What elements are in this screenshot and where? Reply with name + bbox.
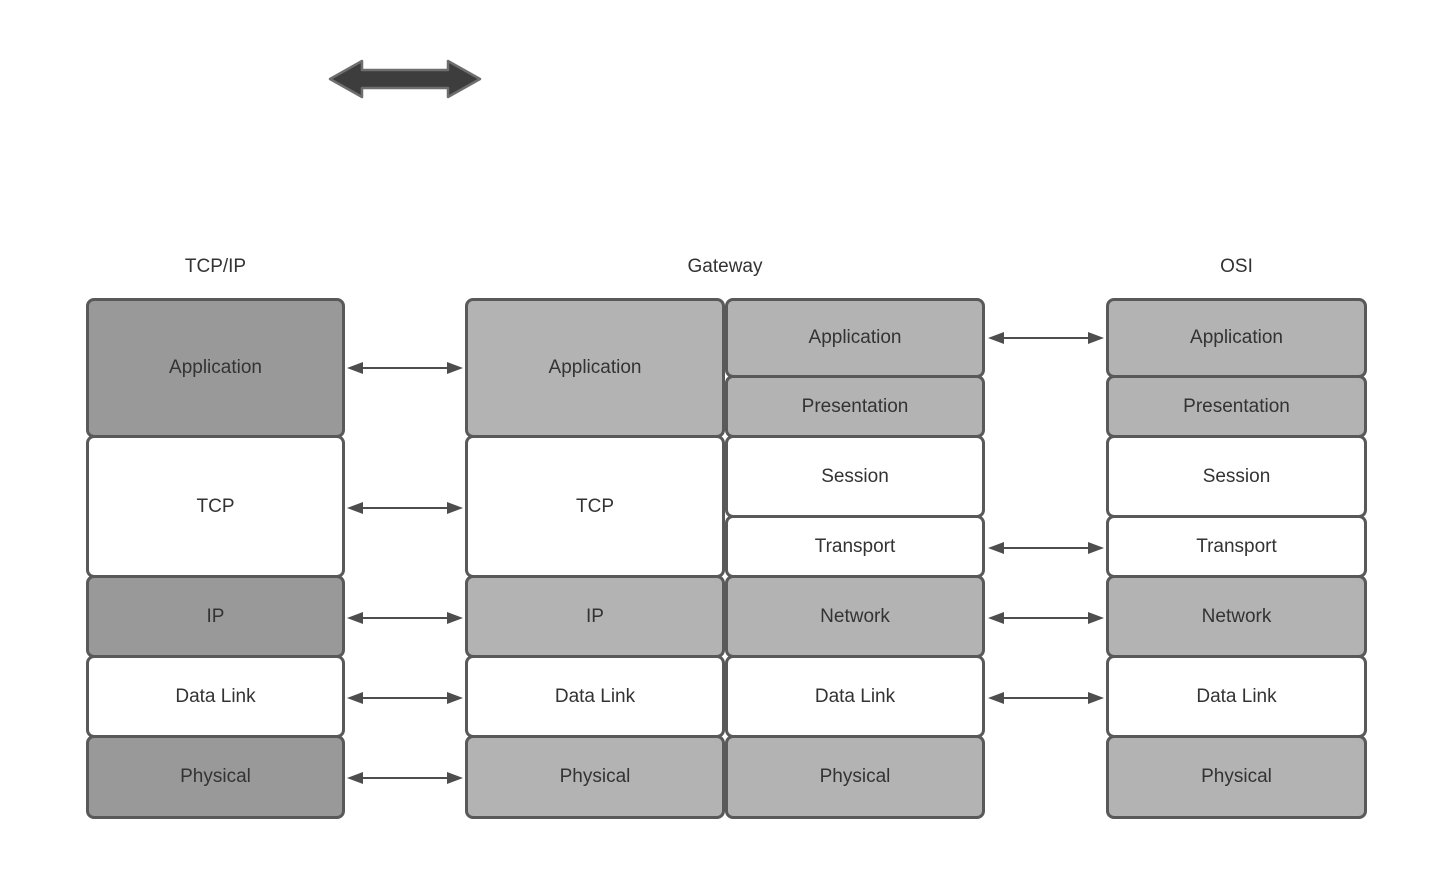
osi-layer-session: Session [1106,435,1367,518]
tcpip-layer-physical: Physical [86,735,345,819]
osi-layer-transport: Transport [1106,515,1367,578]
osi-stack: Application Presentation Session Transpo… [1106,298,1367,819]
right-left-arrow-icon-network [988,612,1104,624]
gateway-right-stack: Application Presentation Session Transpo… [725,298,985,819]
left-right-arrow-icon-physical [347,772,463,784]
gateway-right-layer-presentation: Presentation [725,375,985,438]
gateway-right-layer-application: Application [725,298,985,378]
left-right-arrow-icon-application [347,362,463,374]
osi-column-label: OSI [1220,256,1253,277]
osi-layer-data-link: Data Link [1106,655,1367,738]
gateway-right-layer-network: Network [725,575,985,658]
gateway-left-layer-tcp: TCP [465,435,725,578]
gateway-left-layer-ip: IP [465,575,725,658]
tcpip-layer-data-link: Data Link [86,655,345,738]
gateway-column-label: Gateway [687,256,763,277]
gateway-right-layer-session: Session [725,435,985,518]
right-left-arrow-icon-data-link [988,692,1104,704]
gateway-left-layer-physical: Physical [465,735,725,819]
gateway-left-layer-application: Application [465,298,725,438]
gateway-right-layer-transport: Transport [725,515,985,578]
double-arrow-icon [328,59,482,99]
tcpip-layer-tcp: TCP [86,435,345,578]
tcpip-stack: Application TCP IP Data Link Physical [86,298,345,819]
left-right-arrow-icon-data-link [347,692,463,704]
osi-layer-presentation: Presentation [1106,375,1367,438]
tcpip-layer-application: Application [86,298,345,438]
osi-layer-physical: Physical [1106,735,1367,819]
gateway-right-layer-data-link: Data Link [725,655,985,738]
gateway-left-layer-data-link: Data Link [465,655,725,738]
gateway-left-stack: Application TCP IP Data Link Physical [465,298,725,819]
osi-layer-application: Application [1106,298,1367,378]
left-right-arrow-icon-tcp [347,502,463,514]
tcpip-layer-ip: IP [86,575,345,658]
right-left-arrow-icon-application [988,332,1104,344]
tcpip-column-label: TCP/IP [184,256,247,277]
gateway-right-layer-physical: Physical [725,735,985,819]
left-right-arrow-icon-ip [347,612,463,624]
right-left-arrow-icon-transport [988,542,1104,554]
osi-layer-network: Network [1106,575,1367,658]
